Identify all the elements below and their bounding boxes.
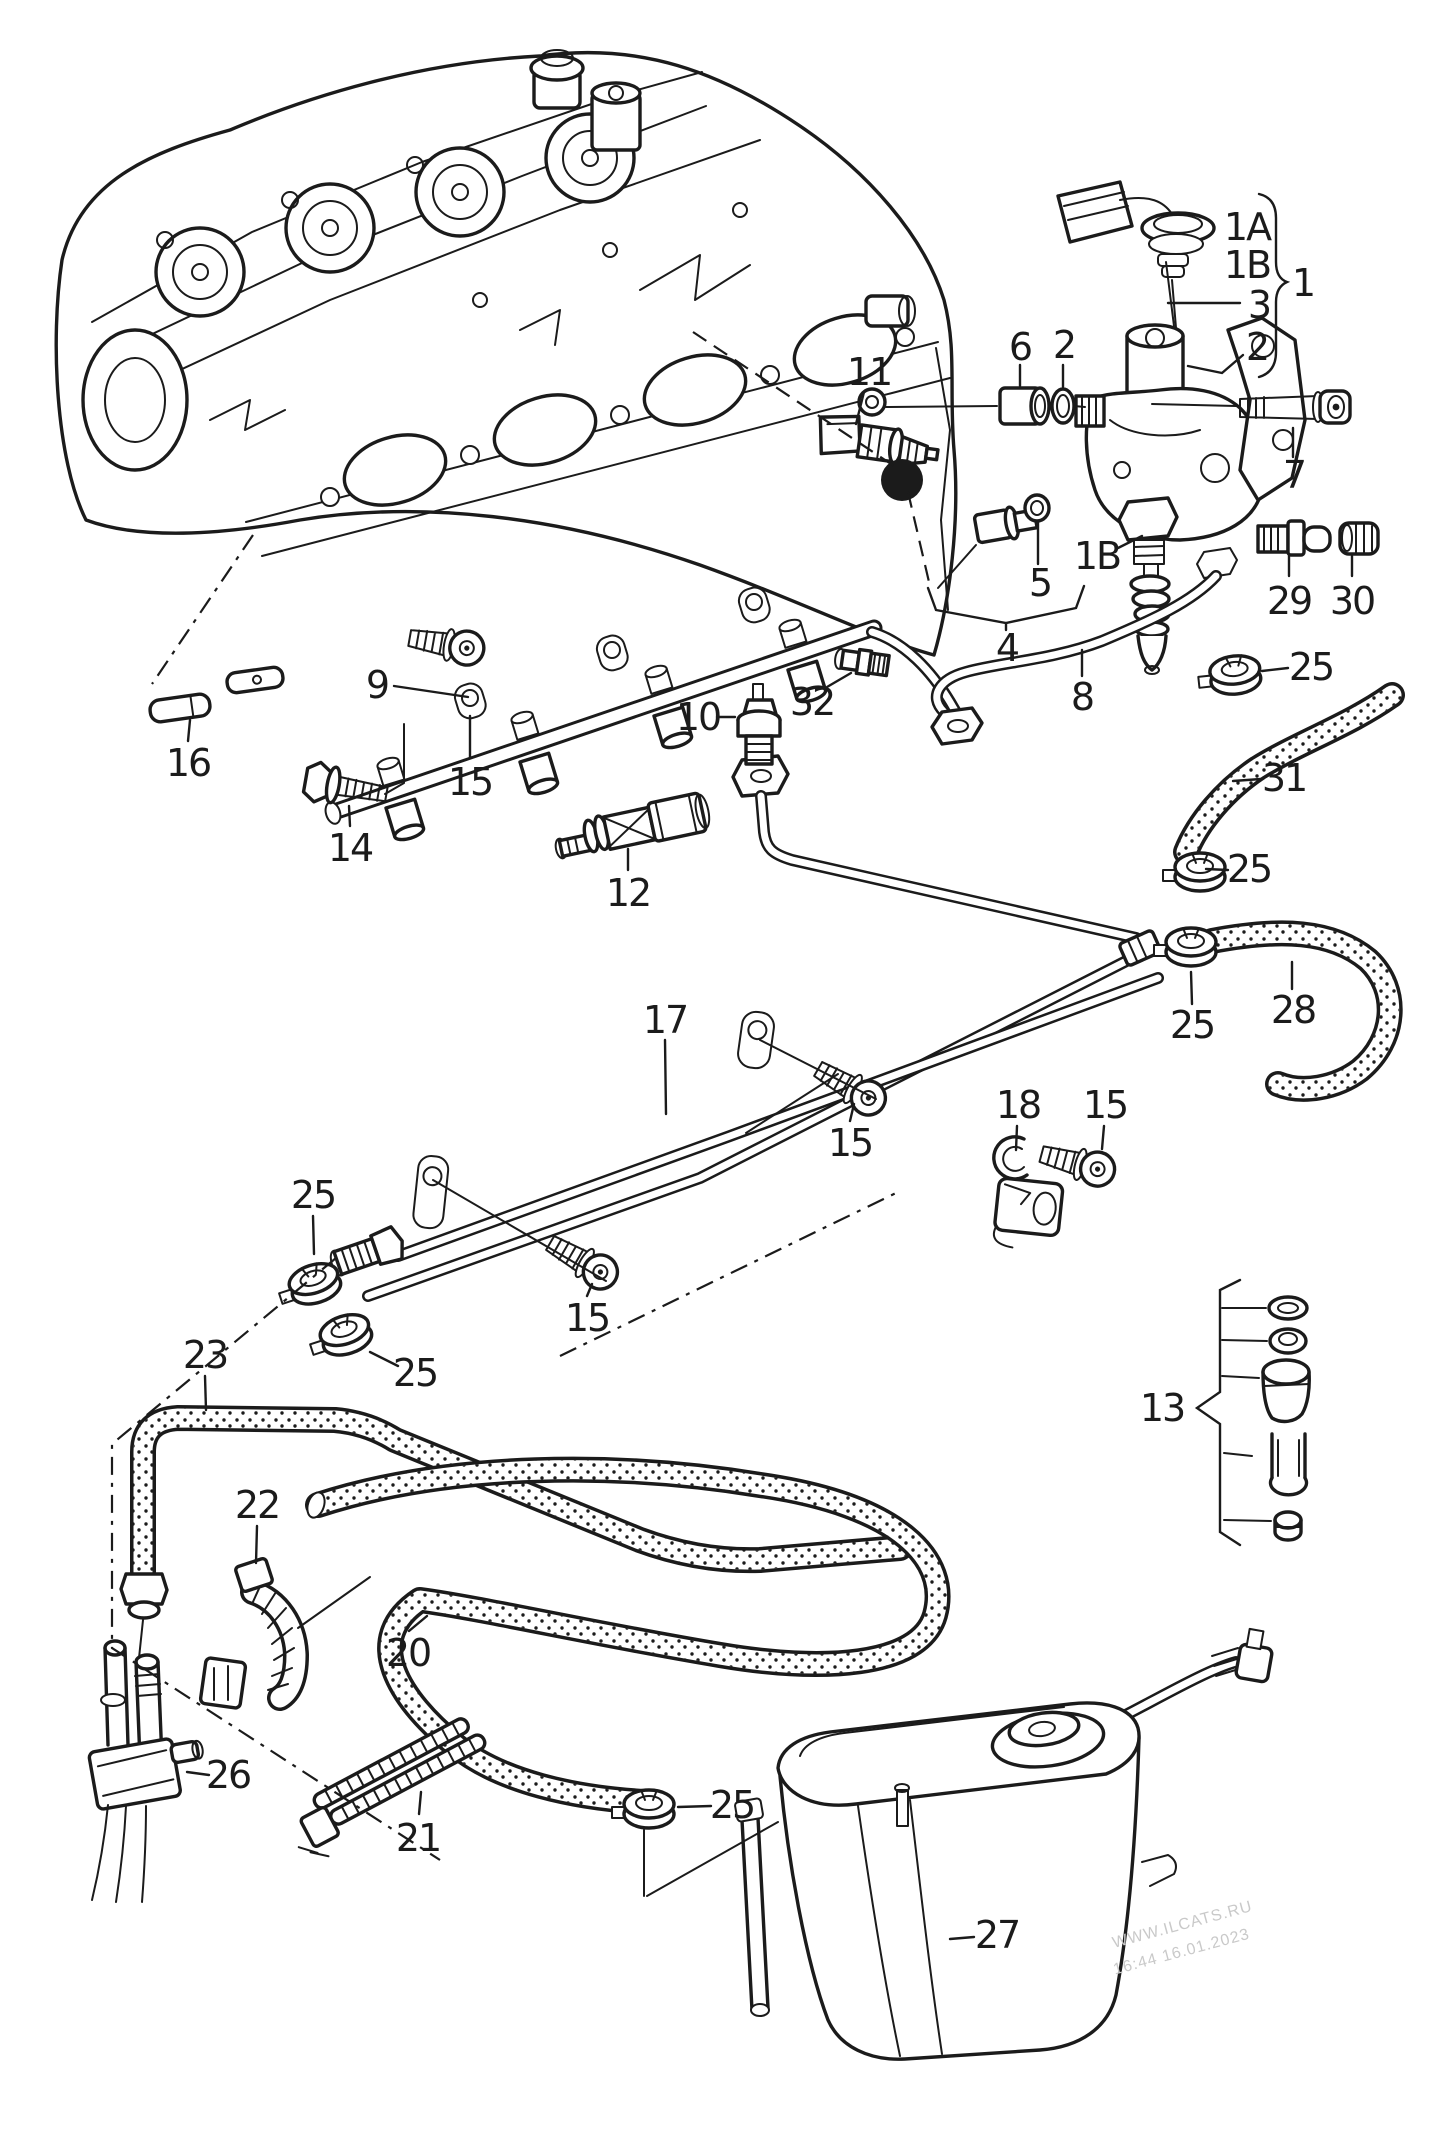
part-bolt-7: [1239, 389, 1352, 425]
callout-15: 15: [1083, 1083, 1127, 1127]
callout-22: 22: [235, 1483, 279, 1527]
part-strap-21: [297, 1717, 487, 1858]
callout-29: 29: [1267, 579, 1311, 623]
callout-25: 25: [393, 1351, 437, 1395]
part-bushing-6: [998, 386, 1051, 426]
callout-1B: 1B: [1224, 243, 1270, 287]
part-clip-22: [198, 1557, 309, 1711]
callout-2: 2: [1053, 323, 1075, 367]
part-sensor-5: [972, 493, 1051, 545]
callout-32: 32: [790, 680, 834, 724]
part-injector-11: [818, 414, 940, 467]
callout-30: 30: [1330, 579, 1374, 623]
callout-18: 18: [996, 1083, 1040, 1127]
part-pins-16: [148, 665, 285, 724]
callout-5: 5: [1029, 561, 1051, 605]
high-pressure-pump-drawing: [1056, 180, 1352, 675]
callout-28: 28: [1271, 988, 1315, 1032]
callout-15: 15: [828, 1121, 872, 1165]
fuel-pipes-17-drawing: [329, 929, 1164, 1302]
callout-2: 2: [1246, 325, 1268, 369]
callout-23: 23: [183, 1333, 227, 1377]
canister-27-drawing: [734, 1627, 1274, 2061]
callout-1B: 1B: [1074, 534, 1120, 578]
fuel-rail-drawing: [324, 586, 963, 842]
part-sensor-10: [736, 683, 782, 766]
callout-27: 27: [975, 1913, 1019, 1957]
part-valve-32: [834, 647, 891, 678]
callout-14: 14: [328, 826, 373, 870]
part-bolt-14: [301, 760, 389, 805]
callout-25: 25: [291, 1173, 335, 1217]
callout-16: 16: [166, 741, 210, 785]
callout-1: 1: [1292, 261, 1314, 305]
callout-7: 7: [1283, 453, 1305, 497]
callout-10: 10: [676, 695, 720, 739]
part-oring-2: [1050, 387, 1076, 425]
callout-31: 31: [1262, 756, 1306, 800]
cylinder-head-drawing: [54, 49, 958, 657]
part-bracket-18: [992, 1135, 1065, 1249]
part-cap-30: [1338, 521, 1380, 556]
hose-23-drawing: [119, 1405, 913, 1620]
callout-21: 21: [396, 1816, 440, 1860]
callout-1A: 1A: [1224, 205, 1272, 249]
parts-set-13: [1261, 1295, 1311, 1542]
callout-4: 4: [996, 626, 1019, 670]
part-injector-12: [554, 791, 711, 860]
callout-15: 15: [565, 1296, 609, 1340]
callout-20: 20: [386, 1631, 430, 1675]
quick-connector-drawing: [1211, 1627, 1274, 1684]
callout-3: 3: [1248, 283, 1270, 327]
callout-9: 9: [366, 663, 388, 707]
hose-31-drawing: [1173, 682, 1405, 865]
callout-17: 17: [643, 998, 687, 1042]
assembly-point-marker: [881, 459, 923, 501]
callout-25: 25: [1227, 847, 1271, 891]
callout-25: 25: [1170, 1003, 1214, 1047]
fuel-line-8-drawing: [930, 547, 1238, 746]
callout-11: 11: [847, 350, 891, 394]
callout-26: 26: [206, 1753, 250, 1797]
callout-25: 25: [1289, 645, 1333, 689]
callout-15: 15: [448, 760, 492, 804]
part-fitting-29: [1256, 519, 1332, 557]
oil-cap-drawing: [529, 49, 642, 152]
hose-28-drawing: [1199, 920, 1403, 1102]
callout-6: 6: [1009, 325, 1031, 369]
leader-lines: [110, 192, 1354, 1941]
callout-25: 25: [710, 1783, 754, 1827]
callout-13: 13: [1140, 1386, 1184, 1430]
part-distributor-26: [87, 1639, 204, 1903]
callout-12: 12: [606, 871, 650, 915]
callout-8: 8: [1071, 675, 1093, 719]
fuel-line-junction-drawing: [731, 754, 1142, 944]
